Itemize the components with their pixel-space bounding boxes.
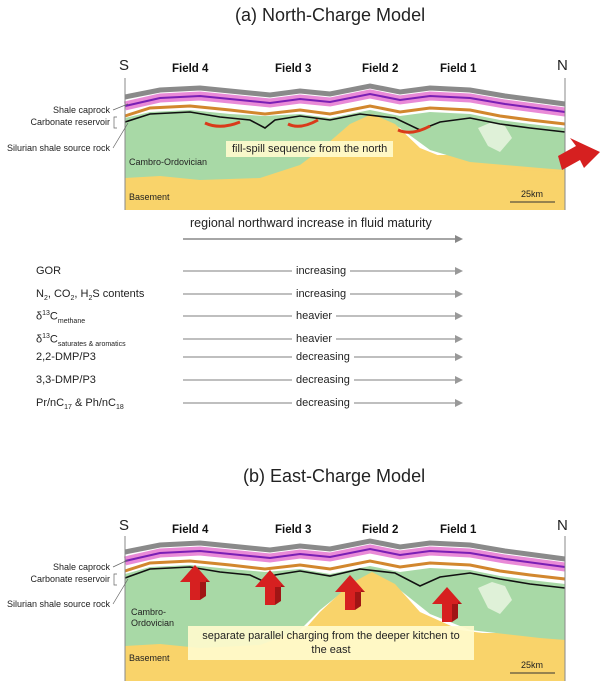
east-charge-arrow-3 <box>255 570 285 605</box>
north-label: N <box>557 57 568 74</box>
east-charge-arrow-4 <box>180 565 210 600</box>
shale-caprock-label-b: Shale caprock <box>52 562 110 572</box>
trend-direction: decreasing <box>292 397 354 409</box>
light-green-lens-b <box>478 582 512 614</box>
basement-uplift <box>290 114 565 210</box>
cambro-ordovician-layer <box>125 110 565 180</box>
south-label: S <box>119 57 130 74</box>
basement-label: Basement <box>129 192 170 202</box>
field-4-label: Field 4 <box>172 63 209 75</box>
panel-a-title: (a) North-Charge Model <box>235 5 426 25</box>
field-3-label: Field 3 <box>275 63 312 75</box>
carbonate-reservoir-label-b: Carbonate reservoir <box>30 574 110 584</box>
carbonate-reservoir-line <box>124 104 566 126</box>
trend-direction: increasing <box>292 288 351 300</box>
parallel-charging-note: separate parallel charging from the deep… <box>188 626 474 660</box>
trend-direction: increasing <box>292 265 351 277</box>
shale-caprock-layer <box>124 83 566 107</box>
east-charge-arrow-1 <box>432 587 462 622</box>
regional-trend-label: regional northward increase in fluid mat… <box>190 216 432 230</box>
regional-arrow-head <box>455 235 463 243</box>
oil-accumulation-3 <box>287 118 319 128</box>
panel-b-title: (b) East-Charge Model <box>243 466 426 486</box>
purple-layer <box>124 92 566 113</box>
north-charge-arrow <box>558 138 600 170</box>
source-rock-label-b: Silurian shale source rock <box>6 599 110 609</box>
trend-label: GOR <box>36 265 62 277</box>
oil-accumulation-2 <box>397 124 431 134</box>
field-2-label: Field 2 <box>362 63 399 75</box>
basement-label-b: Basement <box>129 653 170 663</box>
trend-direction: heavier <box>292 310 337 322</box>
shale-caprock-layer-b <box>124 538 566 562</box>
field-1-label-b: Field 1 <box>440 524 477 536</box>
carbonate-reservoir-line-b <box>124 559 566 581</box>
field-3-label-b: Field 3 <box>275 524 312 536</box>
cambro-ordovician-label-b: Cambro- Ordovician <box>131 607 175 628</box>
fill-spill-note: fill-spill sequence from the north <box>226 141 394 157</box>
north-label-b: N <box>557 517 568 534</box>
carbonate-reservoir-label: Carbonate reservoir <box>30 117 110 127</box>
trend-label: Pr/nC17 & Ph/nC18 <box>36 397 124 412</box>
trend-direction: heavier <box>292 333 337 345</box>
field-2-label-b: Field 2 <box>362 524 399 536</box>
trend-label: δ13Cmethane <box>36 310 86 325</box>
trend-label: N2, CO2, H2S contents <box>36 288 145 303</box>
south-label-b: S <box>119 517 130 534</box>
scale-label-b: 25km <box>521 660 544 670</box>
cambro-ordovician-label: Cambro-Ordovician <box>129 157 208 167</box>
field-4-label-b: Field 4 <box>172 524 209 536</box>
trend-label: 3,3-DMP/P3 <box>36 374 96 386</box>
trend-direction: decreasing <box>292 351 354 363</box>
east-charge-arrow-2 <box>335 575 365 610</box>
trend-label: 2,2-DMP/P3 <box>36 351 96 363</box>
purple-layer-b <box>124 547 566 568</box>
oil-accumulation-4 <box>204 120 241 128</box>
shale-caprock-label: Shale caprock <box>52 105 110 115</box>
silurian-source-line-b <box>124 566 566 589</box>
trend-direction: decreasing <box>292 374 354 386</box>
light-green-lens <box>478 122 512 152</box>
source-rock-label: Silurian shale source rock <box>6 143 110 153</box>
field-1-label: Field 1 <box>440 63 477 75</box>
panel-a-section <box>112 78 600 243</box>
trend-label: δ13Csaturates & aromatics <box>36 333 126 348</box>
scale-label: 25km <box>521 189 544 199</box>
silurian-source-line <box>124 111 566 133</box>
